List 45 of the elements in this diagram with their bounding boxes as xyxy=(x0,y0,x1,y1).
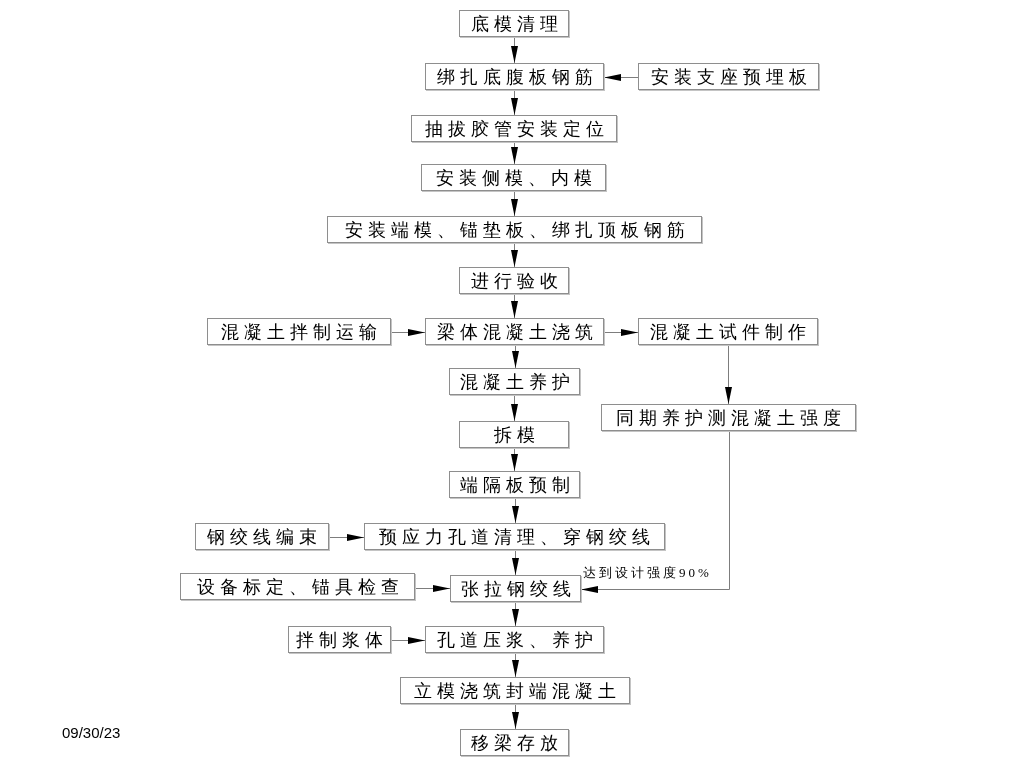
arrow xyxy=(725,344,732,405)
arrow xyxy=(511,447,518,472)
arrow xyxy=(512,652,519,678)
process-box: 移梁存放 xyxy=(460,729,569,756)
arrow xyxy=(414,585,451,592)
arrow xyxy=(390,329,426,336)
arrow xyxy=(511,141,518,165)
arrow xyxy=(511,242,518,268)
arrow xyxy=(511,190,518,217)
arrow xyxy=(512,497,519,524)
arrow xyxy=(580,430,730,593)
process-box: 梁体混凝土浇筑 xyxy=(425,318,604,345)
process-box: 钢绞线编束 xyxy=(195,523,329,550)
process-box: 端隔板预制 xyxy=(449,471,580,498)
process-box: 同期养护测混凝土强度 xyxy=(601,404,856,431)
arrow xyxy=(511,394,518,422)
process-box: 混凝土试件制作 xyxy=(638,318,818,345)
process-box: 拆模 xyxy=(459,421,569,448)
arrow xyxy=(512,549,519,576)
process-box: 混凝土拌制运输 xyxy=(207,318,391,345)
arrow xyxy=(328,534,365,541)
process-box: 混凝土养护 xyxy=(449,368,580,395)
arrow xyxy=(512,703,519,730)
arrow xyxy=(603,74,639,81)
process-box: 绑扎底腹板钢筋 xyxy=(425,63,604,90)
process-box: 抽拔胶管安装定位 xyxy=(411,115,617,142)
arrow xyxy=(390,637,426,644)
process-box: 底模清理 xyxy=(459,10,569,37)
process-box: 安装支座预埋板 xyxy=(638,63,819,90)
process-box: 设备标定、锚具检查 xyxy=(180,573,415,600)
arrow xyxy=(512,344,519,369)
process-box: 立模浇筑封端混凝土 xyxy=(400,677,630,704)
process-box: 安装侧模、内模 xyxy=(421,164,606,191)
process-box: 孔道压浆、养护 xyxy=(425,626,604,653)
process-box: 预应力孔道清理、穿钢绞线 xyxy=(364,523,665,550)
process-box: 张拉钢绞线 xyxy=(450,575,581,602)
process-box: 安装端模、锚垫板、绑扎顶板钢筋 xyxy=(327,216,702,243)
arrow xyxy=(511,36,518,64)
date-text: 09/30/23 xyxy=(62,724,121,742)
process-box: 进行验收 xyxy=(459,267,569,294)
arrow xyxy=(512,601,519,627)
arrow xyxy=(511,89,518,116)
process-box: 拌制浆体 xyxy=(288,626,391,653)
arrow xyxy=(511,293,518,319)
arrow xyxy=(603,329,639,336)
